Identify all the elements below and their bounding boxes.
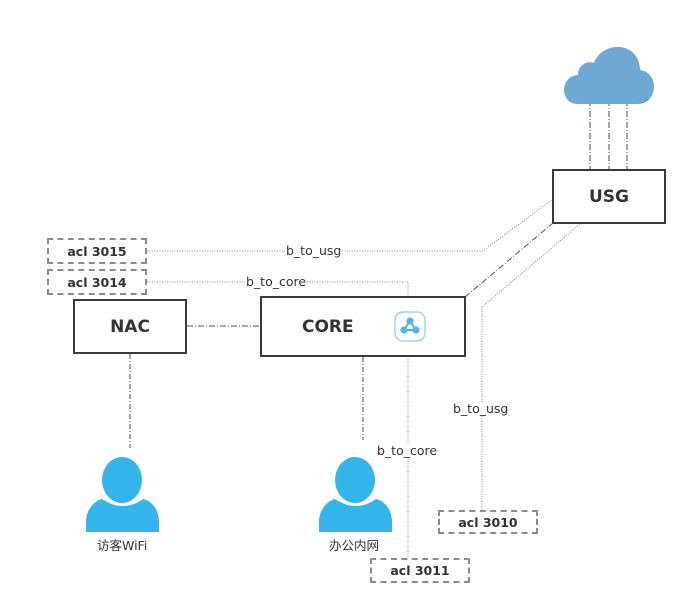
acl-3010-box[interactable]: acl 3010 [438, 510, 538, 534]
usg-acl3010-link [481, 223, 581, 510]
guest-wifi-user-icon [86, 457, 159, 532]
link-label-b-to-core-bottom: b_to_core [376, 443, 439, 458]
acl3014-acl3011-link [147, 281, 409, 558]
link-label-b-to-core-top: b_to_core [245, 274, 308, 289]
acl-3011-label: acl 3011 [390, 563, 450, 578]
acl-3015-label: acl 3015 [67, 243, 127, 259]
acl-3010-label: acl 3010 [458, 514, 518, 530]
nac-label: NAC [110, 316, 150, 337]
core-node[interactable]: CORE [260, 296, 466, 357]
office-lan-user-icon [319, 457, 392, 532]
acl-3011-box[interactable]: acl 3011 [370, 558, 470, 583]
acl-3014-box[interactable]: acl 3014 [47, 269, 147, 295]
core-label: CORE [302, 316, 354, 337]
acl-3014-label: acl 3014 [67, 274, 127, 290]
guest-wifi-label: 访客WiFi [97, 538, 148, 553]
acl-3015-box[interactable]: acl 3015 [47, 238, 147, 264]
link-label-b-to-usg-right: b_to_usg [452, 401, 510, 416]
core-usg-link [464, 222, 554, 298]
office-lan-label: 办公内网 [329, 538, 380, 553]
nac-node[interactable]: NAC [73, 299, 187, 354]
usg-label: USG [588, 186, 629, 207]
usg-node[interactable]: USG [552, 169, 666, 224]
cloud-icon [564, 47, 654, 104]
acl3015-usg-link [147, 198, 554, 252]
network-topology-icon [394, 311, 426, 342]
link-label-b-to-usg-top: b_to_usg [285, 243, 343, 258]
